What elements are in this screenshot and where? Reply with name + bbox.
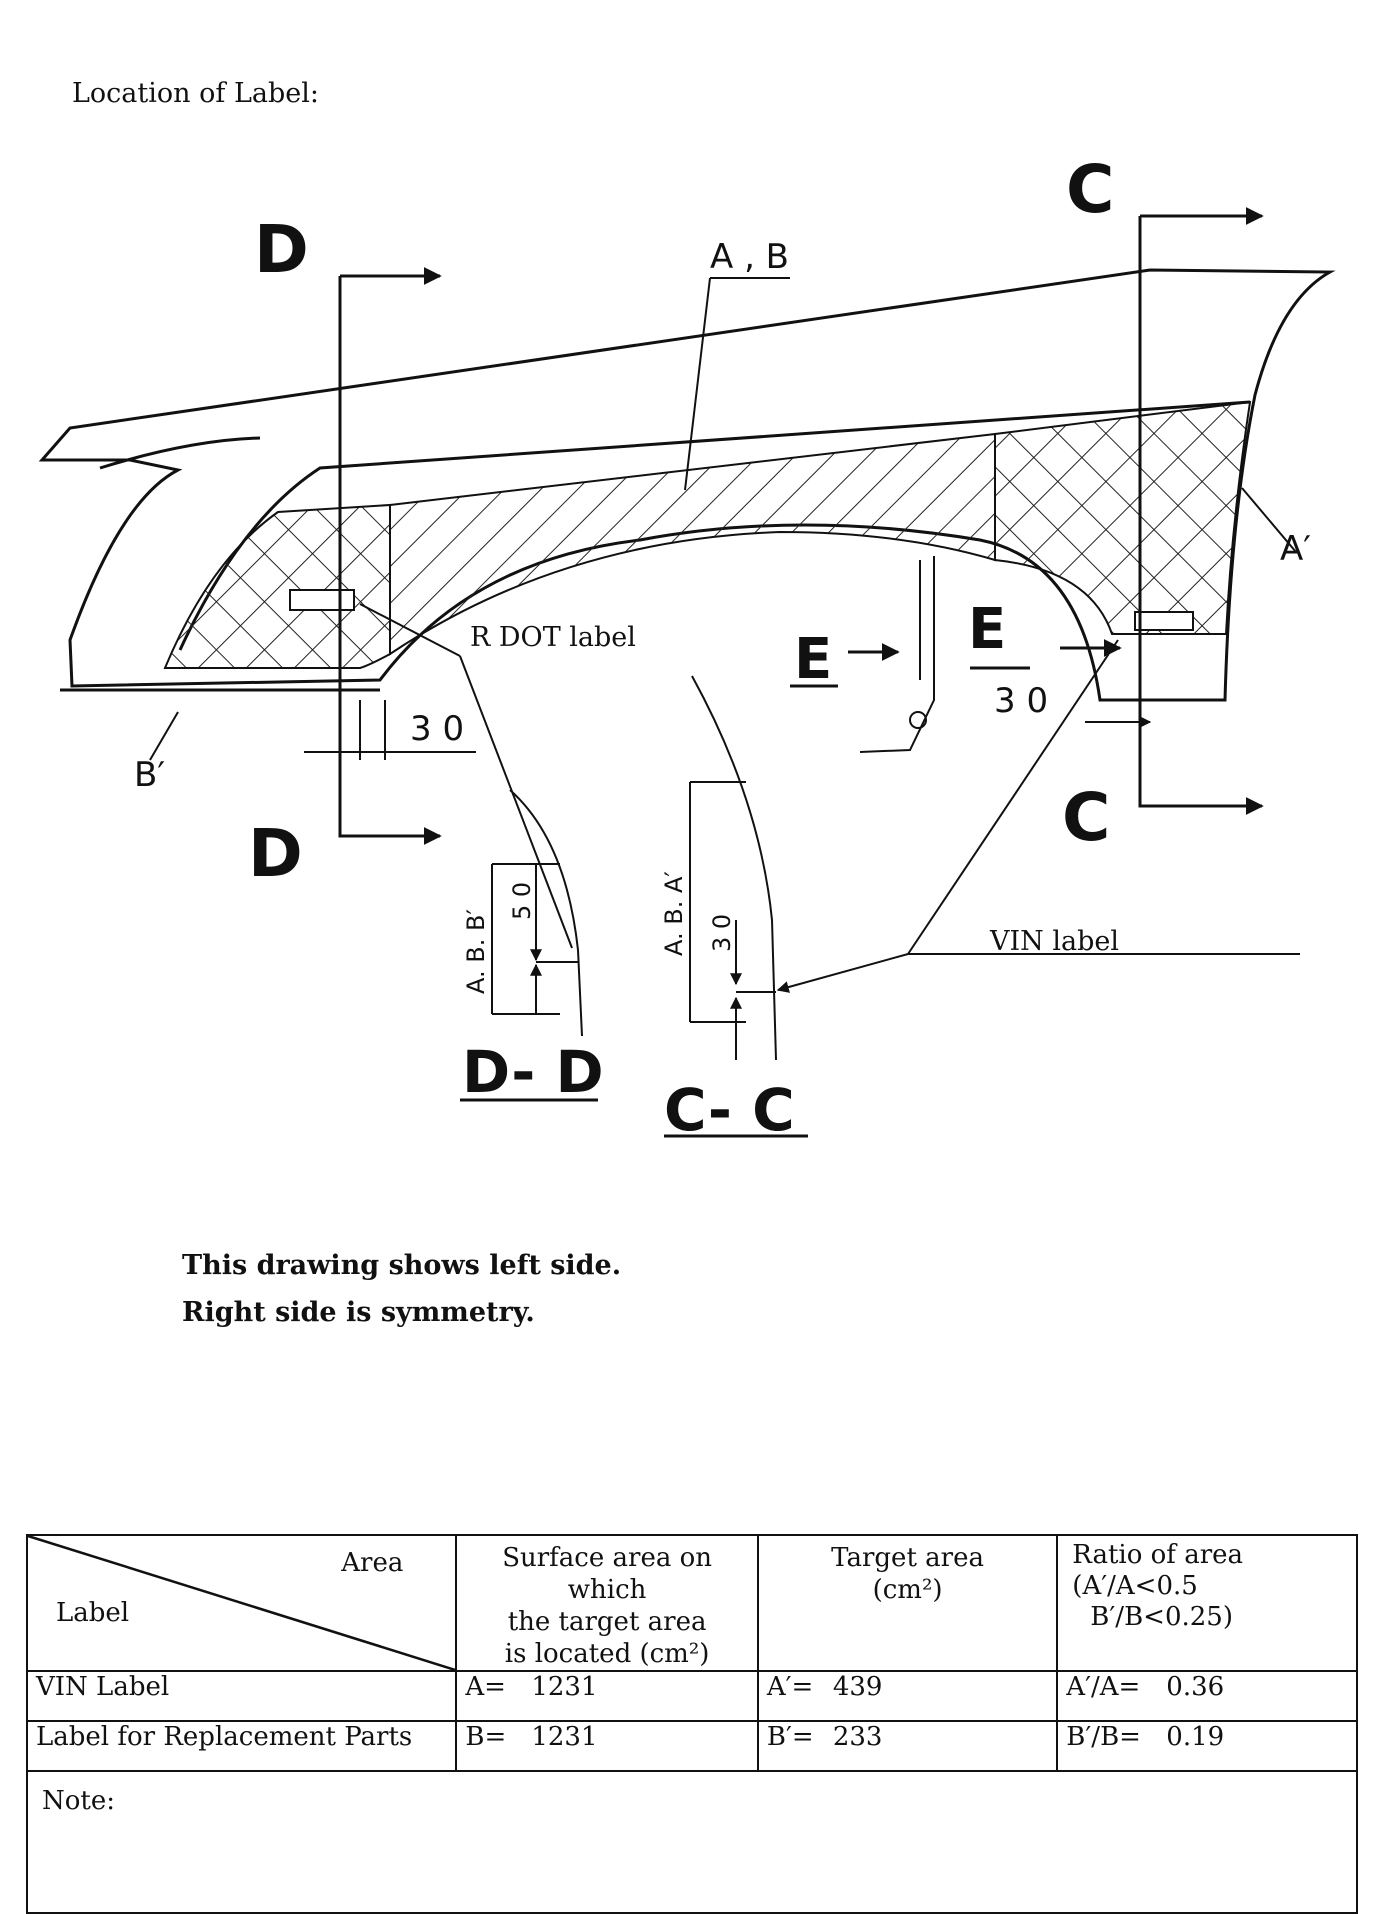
- table-row: VIN Label A= 1231 A′= 439 A′/A= 0.36: [25, 1670, 1358, 1722]
- section-title-cc: C- C: [664, 1076, 795, 1144]
- header-ratio-line-1: Ratio of area: [1072, 1540, 1244, 1570]
- callout-a-b: A , B: [710, 237, 789, 277]
- section-letter-c-top: C: [1066, 151, 1114, 228]
- section-letter-e-right: E: [968, 597, 1006, 662]
- surface-key: A=: [465, 1672, 506, 1702]
- row-ratio: A′/A= 0.36: [1056, 1670, 1358, 1722]
- header-surface-area: Surface area on which the target area is…: [455, 1534, 759, 1672]
- vin-label-callout: VIN label: [989, 926, 1119, 957]
- note-cell: Note:: [26, 1770, 1358, 1914]
- header-diagonal-cell: Area Label: [25, 1534, 458, 1672]
- cross-hatched-area-a-prime: [994, 400, 1252, 635]
- section-title-dd: D- D: [462, 1038, 604, 1106]
- row-label: VIN Label: [25, 1670, 458, 1722]
- header-ratio-of-area: Ratio of area (A′/A<0.5 B′/B<0.25): [1056, 1534, 1358, 1672]
- row-target: A′= 439: [756, 1670, 1059, 1722]
- target-value: 233: [832, 1722, 883, 1752]
- row-surface: B= 1231: [455, 1720, 759, 1772]
- header-target-line-2: (cm²): [872, 1575, 943, 1605]
- row-target: B′= 233: [756, 1720, 1059, 1772]
- drawing-notes: This drawing shows left side. Right side…: [182, 1242, 621, 1336]
- cross-hatched-area-b-prime: [163, 503, 391, 669]
- cc-30-dimension: 3 0: [708, 914, 736, 952]
- section-e-view: [790, 556, 1030, 753]
- target-key: B′=: [766, 1722, 814, 1752]
- row-label: Label for Replacement Parts: [25, 1720, 458, 1772]
- leader-lines: [149, 277, 1300, 993]
- callout-b-prime: B′: [134, 755, 165, 795]
- header-surface-line-1: Surface area on which: [502, 1543, 712, 1605]
- dimension-left-30: 3 0: [410, 709, 464, 749]
- table-row: Label for Replacement Parts B= 1231 B′= 23…: [25, 1720, 1358, 1772]
- r-dot-label-callout: R DOT label: [470, 622, 636, 653]
- ratio-value: 0.36: [1166, 1672, 1225, 1702]
- target-value: 439: [832, 1672, 883, 1702]
- header-surface-line-2: the target area: [507, 1607, 707, 1637]
- row-ratio: B′/B= 0.19: [1056, 1720, 1358, 1772]
- section-letter-d-top: D: [254, 211, 309, 288]
- label-area-table: Area Label Surface area on which the tar…: [25, 1534, 1358, 1914]
- fender-label-drawing: D D C C E E D- D C- C A , B A′ B′ 3 0 3 …: [38, 151, 1336, 1144]
- note-symmetry: Right side is symmetry.: [182, 1297, 535, 1328]
- note-left-side: This drawing shows left side.: [182, 1250, 622, 1281]
- header-ratio-line-3: B′/B<0.25): [1090, 1602, 1233, 1632]
- surface-key: B=: [465, 1722, 507, 1752]
- section-letter-e-left: E: [794, 627, 832, 692]
- target-key: A′=: [766, 1672, 814, 1702]
- header-label: Label: [56, 1598, 130, 1628]
- section-letter-c-bottom: C: [1062, 779, 1110, 856]
- r-dot-label-box: [289, 589, 355, 611]
- ratio-key: A′/A=: [1066, 1672, 1141, 1702]
- dd-vertical-dimension-label: A. B. B′: [462, 909, 490, 994]
- ratio-key: B′/B=: [1066, 1722, 1141, 1752]
- section-dd-view: [460, 789, 598, 1102]
- ratio-value: 0.19: [1166, 1722, 1225, 1752]
- row-surface: A= 1231: [455, 1670, 759, 1722]
- surface-value: 1231: [531, 1672, 598, 1702]
- header-ratio-line-2: (A′/A<0.5: [1072, 1571, 1198, 1601]
- page-heading: Location of Label:: [72, 78, 319, 109]
- dimension-right-30: 3 0: [994, 681, 1048, 721]
- cc-vertical-dimension-label: A. B. A′: [660, 871, 688, 956]
- header-target-line-1: Target area: [831, 1543, 984, 1573]
- section-cc-view: [664, 675, 808, 1138]
- header-area: Area: [341, 1548, 404, 1578]
- callout-a-prime: A′: [1280, 529, 1311, 569]
- surface-value: 1231: [531, 1722, 598, 1752]
- section-letter-d-bottom: D: [248, 815, 303, 892]
- hatched-area-a-b: [389, 432, 996, 656]
- dd-50-dimension: 5 0: [508, 882, 536, 920]
- section-lines: [338, 207, 1264, 845]
- header-target-area: Target area (cm²): [756, 1534, 1059, 1672]
- vin-label-box: [1134, 611, 1194, 631]
- header-surface-line-3: is located (cm²): [504, 1639, 710, 1669]
